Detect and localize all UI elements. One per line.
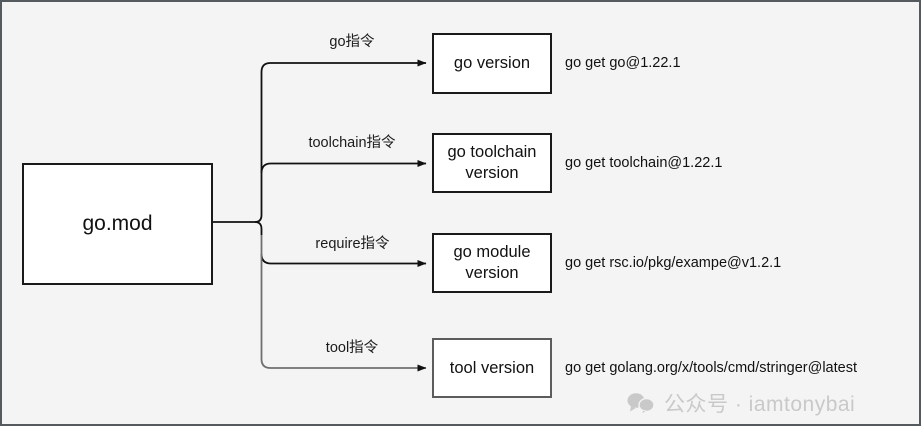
node-go-version-label: go version	[453, 54, 531, 73]
edge-label-toolchain: toolchain指令	[308, 135, 396, 151]
edge-label-tool: tool指令	[325, 340, 379, 356]
watermark-text: 公众号 · iamtonybai	[664, 393, 856, 416]
node-go-toolchain-version[interactable]: go toolchain version	[432, 133, 552, 193]
node-go-version[interactable]: go version	[432, 33, 552, 94]
node-go-module-version-label: go module version	[453, 243, 531, 282]
node-go-mod-label: go.mod	[82, 211, 153, 235]
edge-label-require: require指令	[315, 236, 390, 252]
watermark: 公众号 · iamtonybai	[627, 388, 855, 418]
node-go-module-version[interactable]: go module version	[432, 233, 552, 293]
command-go-toolchain-version: go get toolchain@1.22.1	[565, 155, 723, 171]
node-tool-version-label: tool version	[449, 358, 535, 377]
node-go-mod[interactable]: go.mod	[22, 163, 213, 285]
command-tool-version: go get golang.org/x/tools/cmd/stringer@l…	[565, 360, 857, 376]
wechat-icon	[627, 392, 655, 415]
node-go-toolchain-version-label: go toolchain version	[447, 143, 537, 182]
command-go-module-version: go get rsc.io/pkg/exampe@v1.2.1	[565, 255, 782, 271]
node-tool-version[interactable]: tool version	[432, 338, 552, 398]
command-go-version: go get go@1.22.1	[565, 55, 681, 71]
edge-label-go: go指令	[329, 34, 375, 50]
